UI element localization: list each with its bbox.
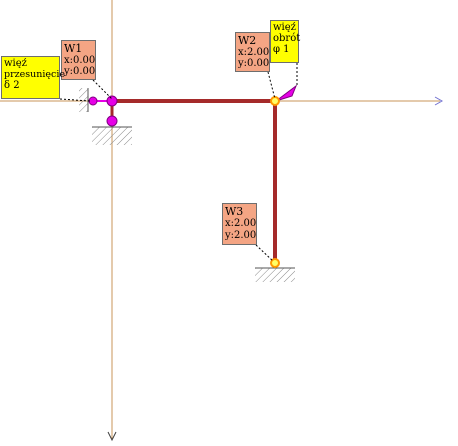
constraint-line2: przesunięcie xyxy=(4,69,66,80)
node-y: y:0.00 xyxy=(64,66,96,77)
slider-pin-left xyxy=(88,96,98,106)
ground-supports xyxy=(79,88,295,282)
leader-constraint-w1 xyxy=(59,98,91,102)
node-x: x:2.00 xyxy=(238,47,270,58)
node-x: x:2.00 xyxy=(225,218,257,229)
x-axis-arrow-icon xyxy=(434,96,444,106)
leader-w3 xyxy=(255,244,274,262)
constraint-line2: obrót xyxy=(273,33,301,44)
constraint-label-translation: więź przesunięcie δ 2 xyxy=(1,56,66,99)
joint-ring-w3 xyxy=(270,258,280,268)
slider-pin-node-w1 xyxy=(106,95,118,107)
ground-hatch-w3 xyxy=(255,268,295,282)
node-name: W2 xyxy=(238,34,257,47)
node-label-w1: W1 x:0.00 y:0.00 xyxy=(61,40,96,80)
constraint-line3: δ 2 xyxy=(4,80,20,91)
leader-w1 xyxy=(92,79,113,100)
slider-pin-bottom xyxy=(106,115,118,127)
y-axis-arrow-icon xyxy=(107,431,117,442)
node-x: x:0.00 xyxy=(64,55,96,66)
node-label-w2: W2 x:2.00 y:0.00 xyxy=(235,32,270,72)
leader-lines xyxy=(59,63,298,262)
node-label-w3: W3 x:2.00 y:2.00 xyxy=(222,203,257,245)
ground-hatch-w1 xyxy=(92,127,132,145)
joint-ring-w2 xyxy=(270,96,280,106)
node-y: y:2.00 xyxy=(225,230,257,241)
constraint-label-rotation: więź obrót φ 1 xyxy=(270,20,301,63)
rotation-constraint-w2 xyxy=(270,84,298,106)
constraint-line3: φ 1 xyxy=(273,44,290,55)
leader-w2 xyxy=(267,71,276,100)
node-name: W1 xyxy=(64,42,83,55)
node-name: W3 xyxy=(225,205,244,218)
node-y: y:0.00 xyxy=(238,58,270,69)
constraint-line1: więź xyxy=(4,58,27,69)
constraint-line1: więź xyxy=(273,22,296,33)
rotation-wedge-icon xyxy=(275,84,298,102)
wall-hatch-slider xyxy=(79,88,88,112)
